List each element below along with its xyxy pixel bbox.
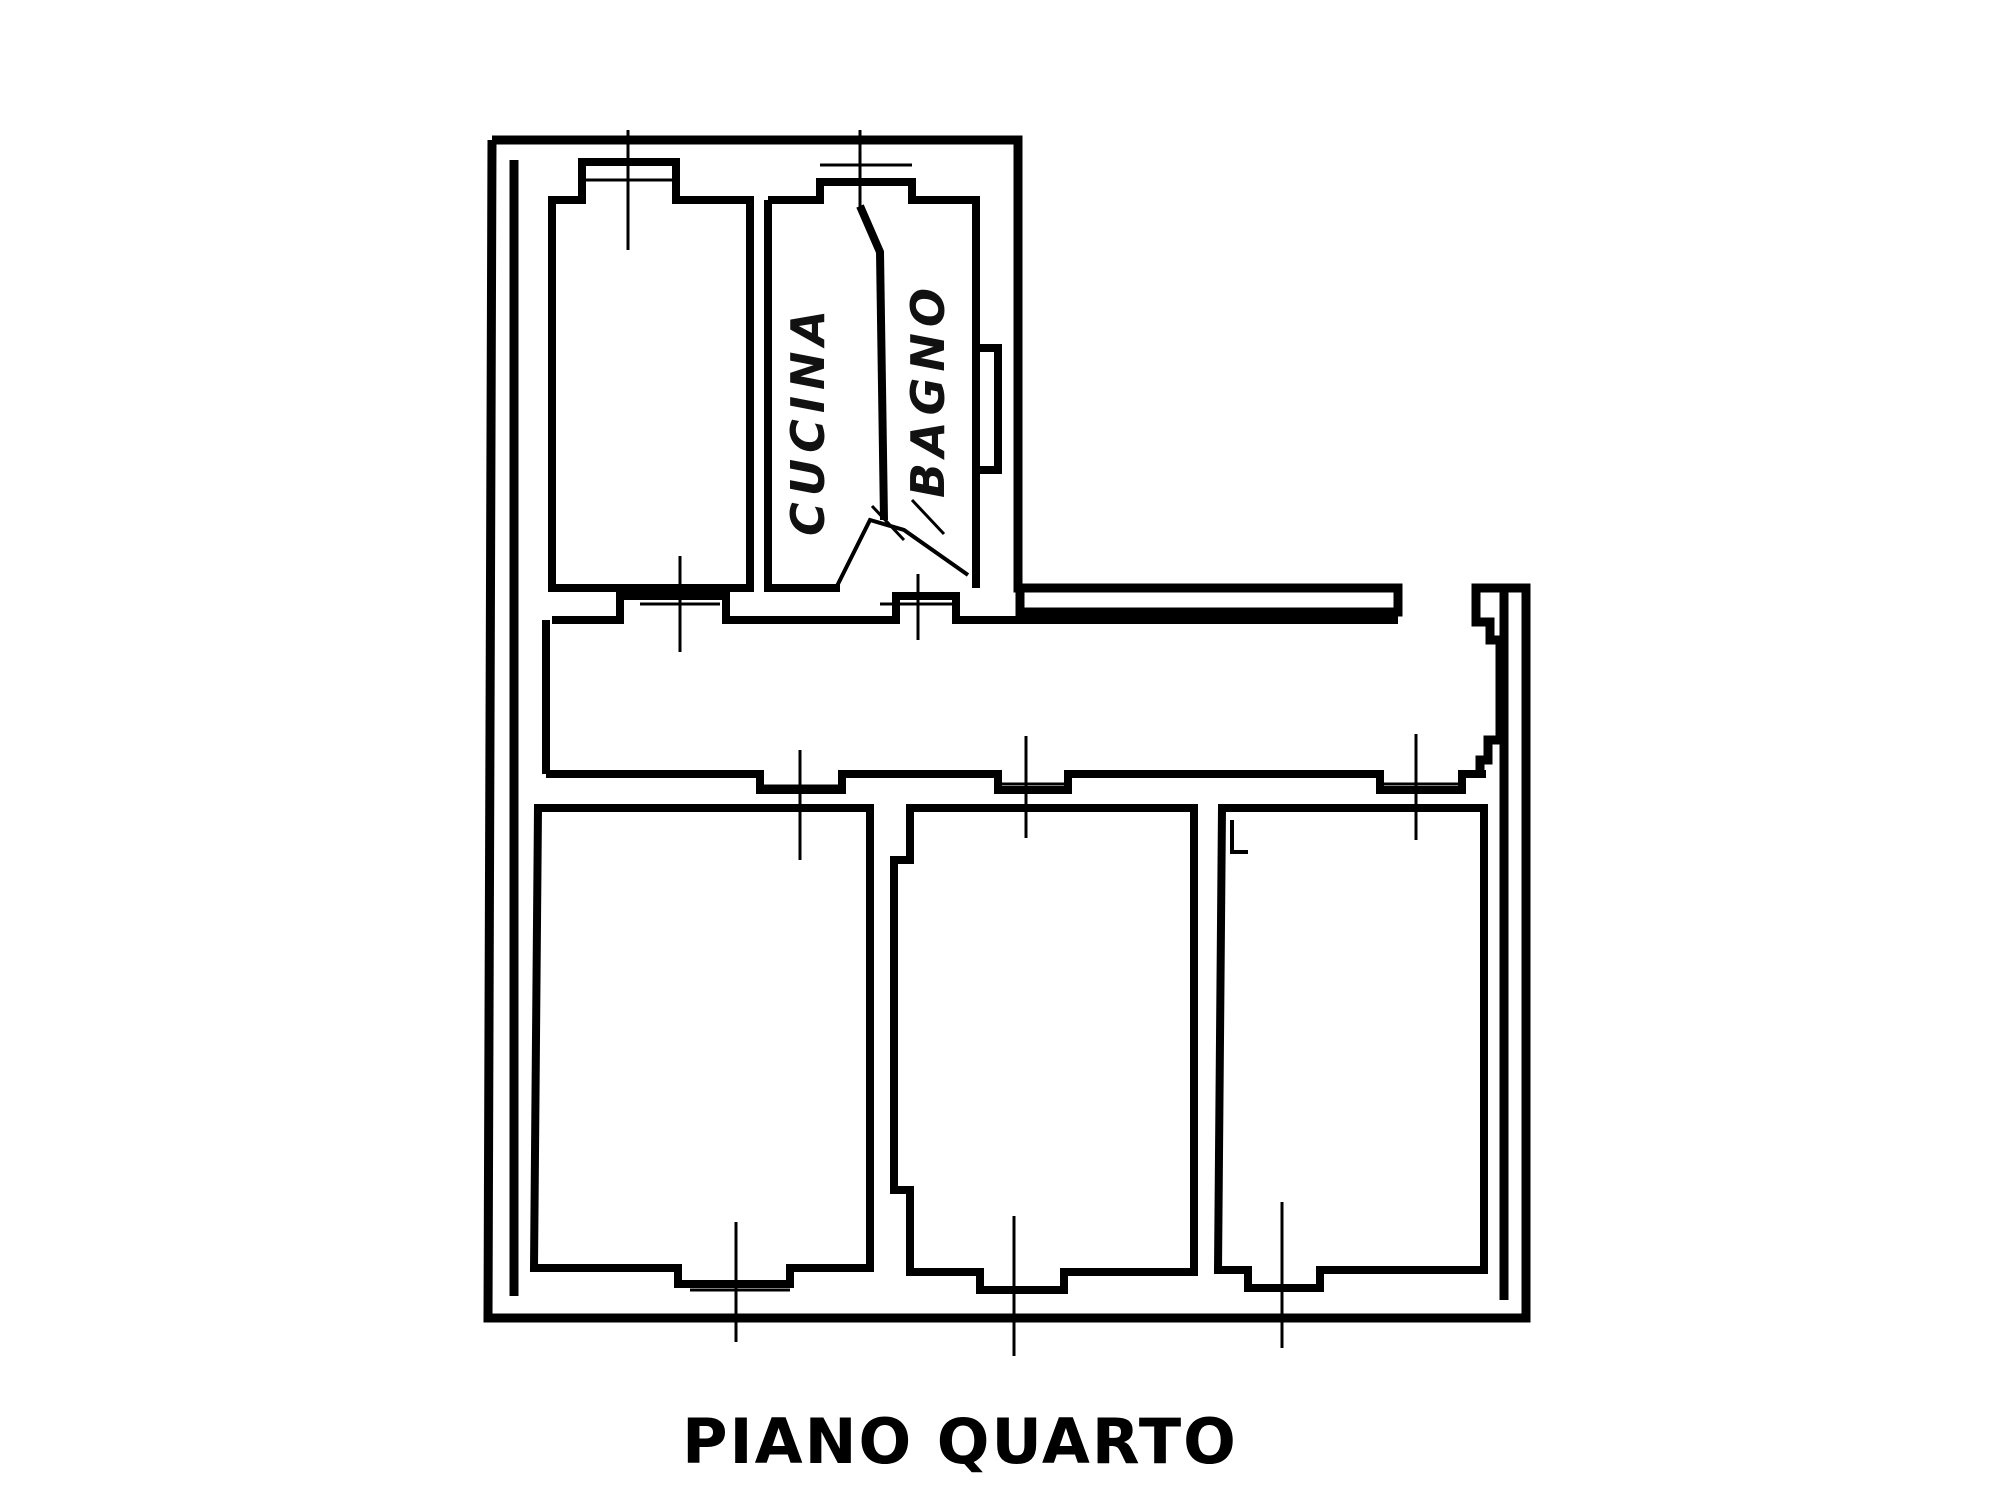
opening-bagno-swing-cross [870,498,946,542]
bagno-window-niche [976,344,1002,474]
room-cucina-walls [768,178,980,588]
room-bottom-middle [890,804,1198,1294]
cucina-bagno-divider [856,204,888,521]
opening-bottom-left-door [760,750,842,860]
opening-bottom-middle-window [980,1216,1064,1356]
room-cucina: CUCINA [764,178,980,592]
bagno-door-swing [834,517,970,589]
cucina-bagno-partition [764,200,840,592]
room-bottom-right [1213,804,1488,1292]
corridor-top-wall [552,592,1398,624]
cucina-label: CUCINA [781,304,835,536]
opening-markers [580,130,1462,1356]
room-bottom-left [529,804,874,1288]
room-bottom-middle-walls [890,804,1198,1294]
opening-top-left-window [580,130,676,250]
opening-bagno-door [880,574,956,640]
corridor-bottom-wall [546,770,1486,794]
room-top-left [548,158,754,592]
opening-bottom-right-door [1380,734,1462,840]
room-bottom-right-walls [1213,804,1488,1292]
exterior-wall-main [483,139,1531,1323]
room-bagno: BAGNO [834,282,1002,589]
opening-bottom-right-window [1248,1202,1320,1348]
opening-top-cucina-window [820,130,912,210]
opening-bottom-left-window [690,1222,790,1342]
exterior-walls [483,135,1531,1323]
plan-title: PIANO QUARTO [682,1405,1238,1478]
room-top-left-walls [548,158,754,592]
corridor [542,592,1486,794]
opening-bottom-middle-door [998,736,1068,838]
flue-mark [1230,820,1248,854]
bagno-label: BAGNO [901,282,955,498]
opening-top-left-door [640,556,720,652]
room-bottom-left-walls [529,804,874,1288]
exterior-wall-outer [492,135,1403,617]
